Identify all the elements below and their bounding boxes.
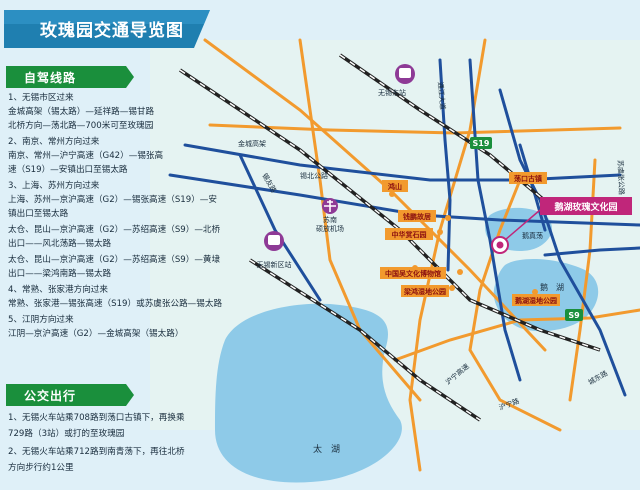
driving-line: 镇出口至锡太路 — [8, 209, 69, 219]
bus-line: 729路（3站）或打的至玫瑰园 — [8, 429, 125, 439]
title-banner — [4, 10, 210, 48]
road-label-xibei: 锡北公路 — [300, 171, 328, 180]
driving-line: 江阴—京沪高速（G2）—金城高架（锡太路） — [8, 329, 184, 339]
poi-label-ehu-wetland: 鹅湖湿地公园 — [515, 296, 557, 305]
driving-line: 北桥方向—荡北路—700米可至玫瑰园 — [8, 121, 154, 131]
poi-label-wu-museum: 中国吴文化博物馆 — [385, 269, 441, 278]
road-minor-1 — [518, 143, 547, 232]
driving-line: 2、南京、常州方向过来 — [8, 137, 100, 147]
s9-shield — [565, 309, 583, 321]
road-label-suxi: 苏虞张公路 — [616, 160, 626, 195]
road-shiyou — [238, 153, 322, 302]
bus-line: 1、无锡火车站乘708路到荡口古镇下，再换乘 — [8, 413, 185, 423]
poi-label-dangkou: 荡口古镇 — [514, 174, 542, 183]
lake-label-e: 鹅 湖 — [540, 282, 564, 292]
airport-label-2: 硕放机场 — [316, 224, 344, 233]
s9-label: S9 — [568, 311, 580, 320]
driving-line: 上海、苏州—京沪高速（G2）—锡张高速（S19）—安 — [8, 195, 217, 205]
road-label-jincheng: 金城高架 — [238, 139, 266, 148]
page-title: 玫瑰园交通导览图 — [40, 21, 184, 41]
train-icon — [264, 231, 284, 251]
highway-xiyu — [298, 38, 422, 402]
road-suxi — [498, 88, 627, 397]
road-jincheng — [183, 143, 622, 182]
driving-line: 出口——梁鸿南路—锡太路 — [8, 269, 112, 279]
tai-lake — [215, 303, 402, 483]
destination-marker — [491, 197, 632, 254]
bus-heading-banner — [6, 384, 134, 406]
station-label-wuxi-east: 无锡东站 — [378, 88, 406, 97]
bus-line: 2、无锡火车站乘712路到南青荡下，再往北桥 — [8, 447, 185, 457]
airplane-icon — [322, 198, 338, 214]
driving-heading: 自驾线路 — [24, 71, 77, 85]
s19-shield — [470, 137, 492, 149]
driving-line: 南京、常州—沪宁高速（G42）—锡张高 — [8, 151, 164, 161]
s19-label: S19 — [473, 139, 490, 148]
poi-label-lianghong: 梁鸿湿地公园 — [403, 287, 446, 296]
driving-line: 太仓、昆山—京沪高速（G2）—苏绍高速（S9）—黄埭 — [8, 255, 221, 265]
poi-label-qianpeng: 钱鹏故居 — [402, 212, 431, 221]
train-icon — [395, 64, 415, 84]
poi-label-hongshan: 鸿山 — [388, 182, 402, 191]
bus-line: 方向步行约1公里 — [8, 463, 74, 473]
airport-label-1: 苏南 — [323, 215, 337, 224]
driving-line: 速（S19）—安镇出口至锡太路 — [8, 165, 128, 175]
driving-line: 出口——风北荡路—锡太路 — [8, 239, 112, 249]
highway-east — [468, 178, 562, 432]
station-label-wuxi-new: 无锡新区站 — [257, 260, 292, 269]
driving-line: 金城高架（锡太路）—延祥路—锡甘路 — [8, 107, 155, 117]
driving-heading-banner — [6, 66, 134, 88]
driving-line: 5、江阴方向过来 — [8, 315, 74, 325]
pond-label-anzhen: 鹅真荡 — [522, 231, 543, 240]
road-minor-2 — [543, 246, 640, 257]
bus-heading: 公交出行 — [24, 389, 77, 403]
highway-s19 — [208, 123, 622, 135]
driving-line: 4、常熟、张家港方向过来 — [8, 285, 108, 295]
poi-label-stone-garden: 中华赏石园 — [392, 230, 427, 239]
road-tongjiang — [438, 58, 452, 272]
driving-line: 3、上海、苏州方向过来 — [8, 181, 100, 191]
road-label-tongjiang: 通江大道 — [436, 81, 447, 110]
driving-line: 1、无锡市区过来 — [8, 93, 74, 103]
driving-line: 常熟、张家港—锡张高速（S19）或苏虞张公路—锡太路 — [8, 299, 223, 309]
driving-line: 太仓、昆山—京沪高速（G2）—苏绍高速（S9）—北桥 — [8, 225, 221, 235]
poi-boxes — [380, 172, 560, 306]
destination-label: 鹅湖玫瑰文化园 — [554, 201, 617, 213]
lake-label-tai: 太 湖 — [313, 443, 340, 455]
